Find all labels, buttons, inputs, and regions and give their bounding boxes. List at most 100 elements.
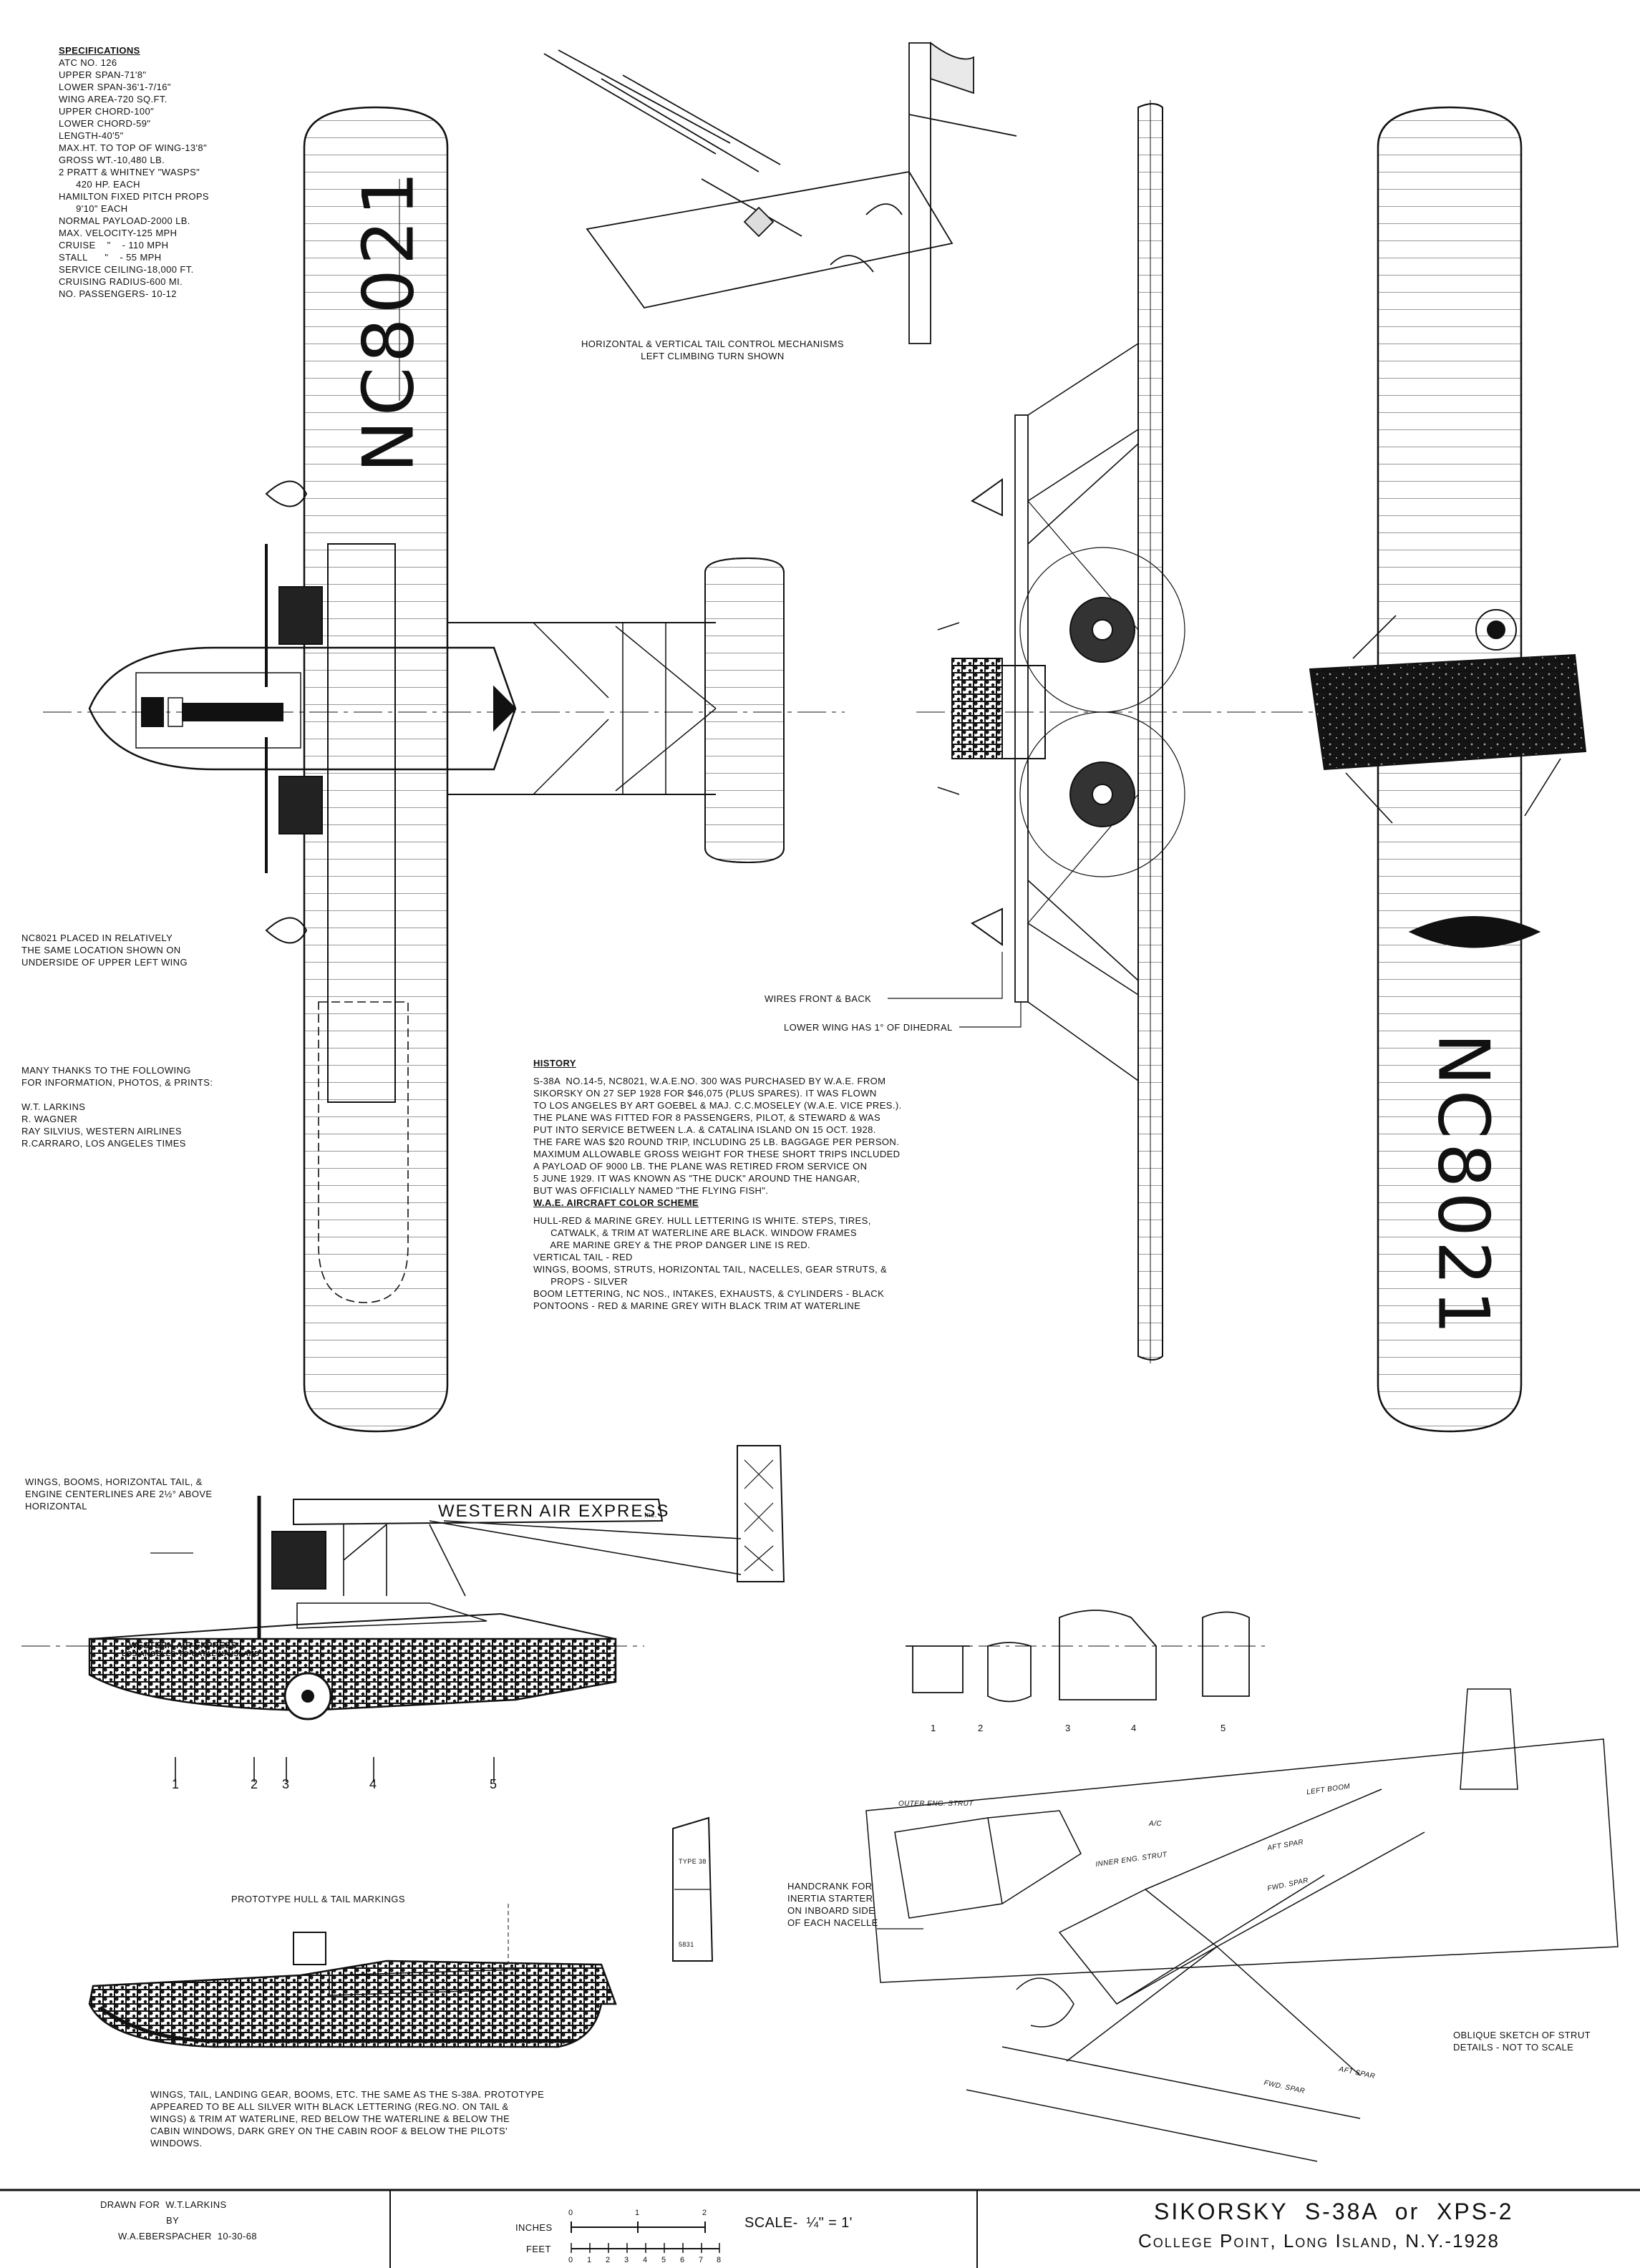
spec-line: LENGTH-40'5" bbox=[59, 130, 124, 141]
tail-control-caption: HORIZONTAL & VERTICAL TAIL CONTROL MECHA… bbox=[581, 338, 844, 362]
spec-line: WING AREA-720 SQ.FT. bbox=[59, 94, 168, 104]
inch-tick: 1 bbox=[635, 2209, 640, 2217]
section-number: 3 bbox=[1065, 1723, 1071, 1733]
inch-tick: 0 bbox=[568, 2209, 573, 2217]
acknowledgements: MANY THANKS TO THE FOLLOWING FOR INFORMA… bbox=[21, 1064, 213, 1149]
station-number: 1 bbox=[172, 1777, 180, 1791]
history-line: BUT WAS OFFICIALLY NAMED "THE FLYING FIS… bbox=[533, 1185, 769, 1196]
note-line: HANDCRANK FOR bbox=[787, 1881, 873, 1892]
history-line: PUT INTO SERVICE BETWEEN L.A. & CATALINA… bbox=[533, 1124, 876, 1135]
history-line: SIKORSKY ON 27 SEP 1928 FOR $46,075 (PLU… bbox=[533, 1088, 877, 1099]
prototype-caption: PROTOTYPE HULL & TAIL MARKINGS bbox=[231, 1894, 405, 1904]
side-view-note: WINGS, BOOMS, HORIZONTAL TAIL, & ENGINE … bbox=[25, 1476, 212, 1512]
caption-line: HORIZONTAL & VERTICAL TAIL CONTROL MECHA… bbox=[581, 339, 844, 349]
color-line: CATWALK, & TRIM AT WATERLINE ARE BLACK. … bbox=[533, 1227, 857, 1238]
feet-tick: 2 bbox=[606, 2256, 611, 2264]
note-line: WINGS) & TRIM AT WATERLINE, RED BELOW TH… bbox=[150, 2113, 510, 2124]
thanks-line: MANY THANKS TO THE FOLLOWING bbox=[21, 1065, 191, 1076]
feet-tick: 0 bbox=[568, 2256, 573, 2264]
spec-line: NO. PASSENGERS- 10-12 bbox=[59, 288, 177, 299]
spec-line: 420 HP. EACH bbox=[59, 179, 140, 190]
section-number: 1 bbox=[931, 1723, 936, 1733]
note-line: THE SAME LOCATION SHOWN ON bbox=[21, 945, 181, 955]
history-line: S-38A NO.14-5, NC8021, W.A.E.NO. 300 WAS… bbox=[533, 1076, 886, 1086]
registration-note: NC8021 PLACED IN RELATIVELY THE SAME LOC… bbox=[21, 932, 188, 968]
station-number: 5 bbox=[490, 1777, 498, 1791]
tail-control-diagram bbox=[543, 42, 1017, 344]
wires-label: WIRES FRONT & BACK bbox=[765, 993, 872, 1004]
note-line: APPEARED TO BE ALL SILVER WITH BLACK LET… bbox=[150, 2101, 509, 2112]
section-number: 4 bbox=[1131, 1723, 1137, 1733]
hull-sections bbox=[906, 1610, 1267, 1703]
specifications-heading: SPECIFICATIONS bbox=[59, 45, 140, 56]
thanks-line: W.T. LARKINS bbox=[21, 1101, 86, 1112]
history-line: 5 JUNE 1929. IT WAS KNOWN AS "THE DUCK" … bbox=[533, 1173, 860, 1184]
scale-label: SCALE- ¼" = 1' bbox=[744, 2215, 853, 2231]
hull-lettering-sub: LOS ANGELES-TO-CATALINA ISLAND bbox=[122, 1650, 260, 1658]
note-line: WINGS, BOOMS, HORIZONTAL TAIL, & bbox=[25, 1476, 203, 1487]
station-number: 2 bbox=[251, 1777, 258, 1791]
caption-line: LEFT CLIMBING TURN SHOWN bbox=[641, 351, 785, 361]
color-line: BOOM LETTERING, NC NOS., INTAKES, EXHAUS… bbox=[533, 1288, 885, 1299]
drawn-by: W.A.EBERSPACHER 10-30-68 bbox=[118, 2231, 257, 2242]
spec-line: 9'10" EACH bbox=[59, 203, 128, 214]
spec-line: SERVICE CEILING-18,000 FT. bbox=[59, 264, 194, 275]
drawing-title: SIKORSKY S-38A or XPS-2 bbox=[1154, 2199, 1514, 2224]
station-number: 4 bbox=[369, 1777, 377, 1791]
history-line: MAXIMUM ALLOWABLE GROSS WEIGHT FOR THESE… bbox=[533, 1149, 901, 1159]
section-number: 2 bbox=[978, 1723, 984, 1733]
station-number: 3 bbox=[282, 1777, 290, 1791]
side-view bbox=[21, 1445, 785, 1782]
oblique-sketch bbox=[865, 1688, 1619, 2162]
feet-tick: 7 bbox=[699, 2256, 704, 2264]
spec-line: LOWER SPAN-36'1-7/16" bbox=[59, 82, 171, 92]
registration-bottom-view: NC8021 bbox=[1422, 1033, 1504, 1339]
strut-label: A/C bbox=[1149, 1820, 1162, 1828]
history-line: A PAYLOAD OF 9000 LB. THE PLANE WAS RETI… bbox=[533, 1161, 868, 1172]
title-block bbox=[0, 2189, 1640, 2268]
spec-line: GROSS WT.-10,480 LB. bbox=[59, 155, 165, 165]
history-block: HISTORY S-38A NO.14-5, NC8021, W.A.E.NO.… bbox=[533, 1057, 902, 1312]
note-line: OF EACH NACELLE bbox=[787, 1917, 878, 1928]
feet-tick: 5 bbox=[661, 2256, 666, 2264]
feet-tick: 6 bbox=[680, 2256, 685, 2264]
top-view bbox=[43, 106, 845, 1433]
drawn-by-label: BY bbox=[166, 2215, 180, 2226]
prototype-hull bbox=[88, 1816, 714, 2048]
feet-tick: 3 bbox=[624, 2256, 629, 2264]
handcrank-note: HANDCRANK FOR INERTIA STARTER ON INBOARD… bbox=[787, 1880, 878, 1929]
history-line: THE FARE WAS $20 ROUND TRIP, INCLUDING 2… bbox=[533, 1137, 900, 1147]
note-line: ENGINE CENTERLINES ARE 2½° ABOVE bbox=[25, 1489, 213, 1499]
note-line: DETAILS - NOT TO SCALE bbox=[1453, 2042, 1574, 2053]
feet-tick: 4 bbox=[643, 2256, 648, 2264]
spec-line: UPPER CHORD-100" bbox=[59, 106, 155, 117]
note-line: CABIN WINDOWS, DARK GREY ON THE CABIN RO… bbox=[150, 2126, 508, 2136]
color-scheme-heading: W.A.E. AIRCRAFT COLOR SCHEME bbox=[533, 1197, 699, 1208]
color-line: PONTOONS - RED & MARINE GREY WITH BLACK … bbox=[533, 1300, 861, 1311]
thanks-line: RAY SILVIUS, WESTERN AIRLINES bbox=[21, 1126, 182, 1137]
spec-line: LOWER CHORD-59" bbox=[59, 118, 151, 129]
spec-line: MAX.HT. TO TOP OF WING-13'8" bbox=[59, 142, 208, 153]
note-line: WINDOWS. bbox=[150, 2138, 203, 2148]
oblique-note: OBLIQUE SKETCH OF STRUT DETAILS - NOT TO… bbox=[1453, 2029, 1591, 2053]
note-line: INERTIA STARTER bbox=[787, 1893, 873, 1904]
hull-lettering: WESTERN AIR EXPRESS bbox=[129, 1640, 238, 1650]
spec-line: MAX. VELOCITY-125 MPH bbox=[59, 228, 178, 238]
specifications-block: SPECIFICATIONS ATC NO. 126 UPPER SPAN-71… bbox=[59, 44, 209, 300]
front-view bbox=[888, 100, 1274, 1363]
note-line: ON INBOARD SIDE bbox=[787, 1905, 875, 1916]
dihedral-label: LOWER WING HAS 1° OF DIHEDRAL bbox=[784, 1022, 953, 1033]
spec-line: NORMAL PAYLOAD-2000 LB. bbox=[59, 215, 190, 226]
color-line: PROPS - SILVER bbox=[533, 1276, 629, 1287]
inches-label: INCHES bbox=[515, 2222, 553, 2233]
color-line: HULL-RED & MARINE GREY. HULL LETTERING I… bbox=[533, 1215, 871, 1226]
wing-lettering: WESTERN AIR EXPRESS bbox=[438, 1502, 670, 1521]
feet-tick: 1 bbox=[587, 2256, 592, 2264]
thanks-line: FOR INFORMATION, PHOTOS, & PRINTS: bbox=[21, 1077, 213, 1088]
thanks-line: R.CARRARO, LOS ANGELES TIMES bbox=[21, 1138, 186, 1149]
spec-line: UPPER SPAN-71'8" bbox=[59, 69, 147, 80]
tail-marking: TYPE 38 bbox=[679, 1858, 707, 1865]
color-line: VERTICAL TAIL - RED bbox=[533, 1252, 633, 1262]
spec-line: 2 PRATT & WHITNEY "WASPS" bbox=[59, 167, 200, 177]
